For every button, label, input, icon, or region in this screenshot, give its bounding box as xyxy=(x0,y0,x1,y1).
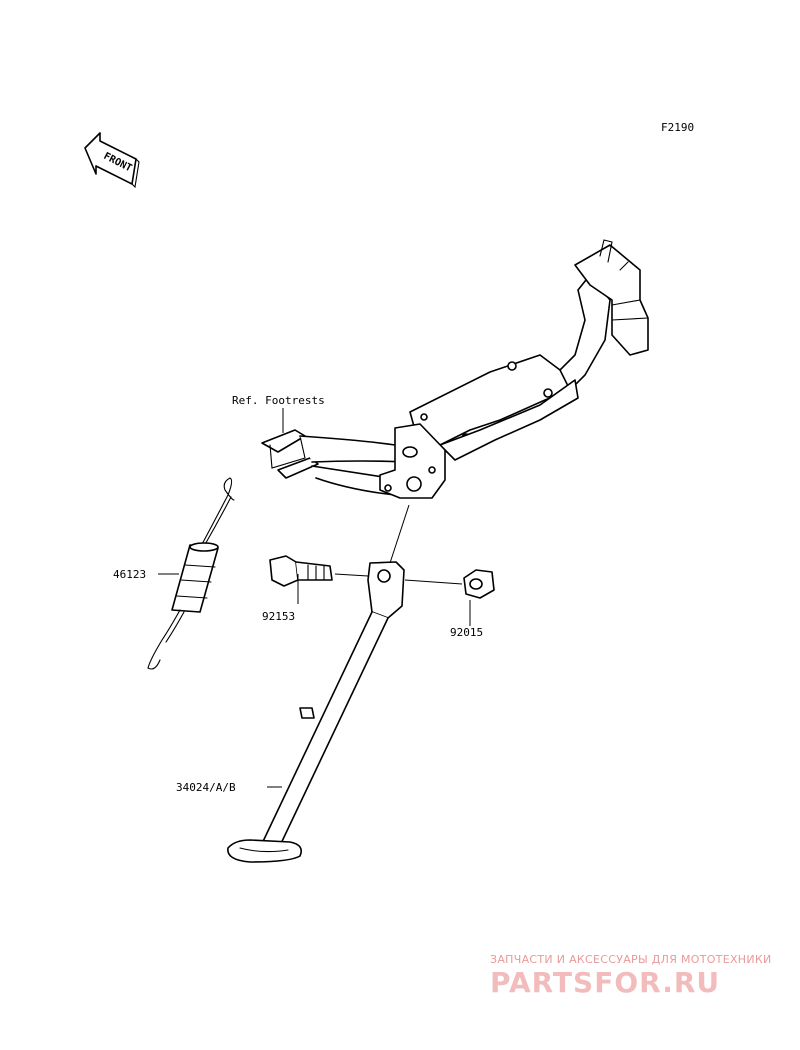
part-label-34024: 34024/A/B xyxy=(176,781,236,794)
part-label-92015: 92015 xyxy=(450,626,483,639)
side-stand-34024 xyxy=(227,561,405,863)
bolt-92153 xyxy=(269,555,333,587)
frame-bracket xyxy=(261,239,649,499)
figure-code: F2190 xyxy=(661,121,694,134)
nut-92015 xyxy=(463,569,495,599)
watermark-subtitle: ЗАПЧАСТИ И АКСЕССУАРЫ ДЛЯ МОТОТЕХНИКИ xyxy=(490,953,772,966)
front-arrow-icon: FRONT xyxy=(84,132,140,189)
spring-46123 xyxy=(147,477,235,670)
watermark-brand: PARTSFOR.RU xyxy=(490,966,720,999)
ref-footrests-label: Ref. Footrests xyxy=(232,394,325,407)
watermark: ЗАПЧАСТИ И АКСЕССУАРЫ ДЛЯ МОТОТЕХНИКИ PA… xyxy=(490,953,772,999)
part-label-46123: 46123 xyxy=(113,568,146,581)
part-label-92153: 92153 xyxy=(262,610,295,623)
